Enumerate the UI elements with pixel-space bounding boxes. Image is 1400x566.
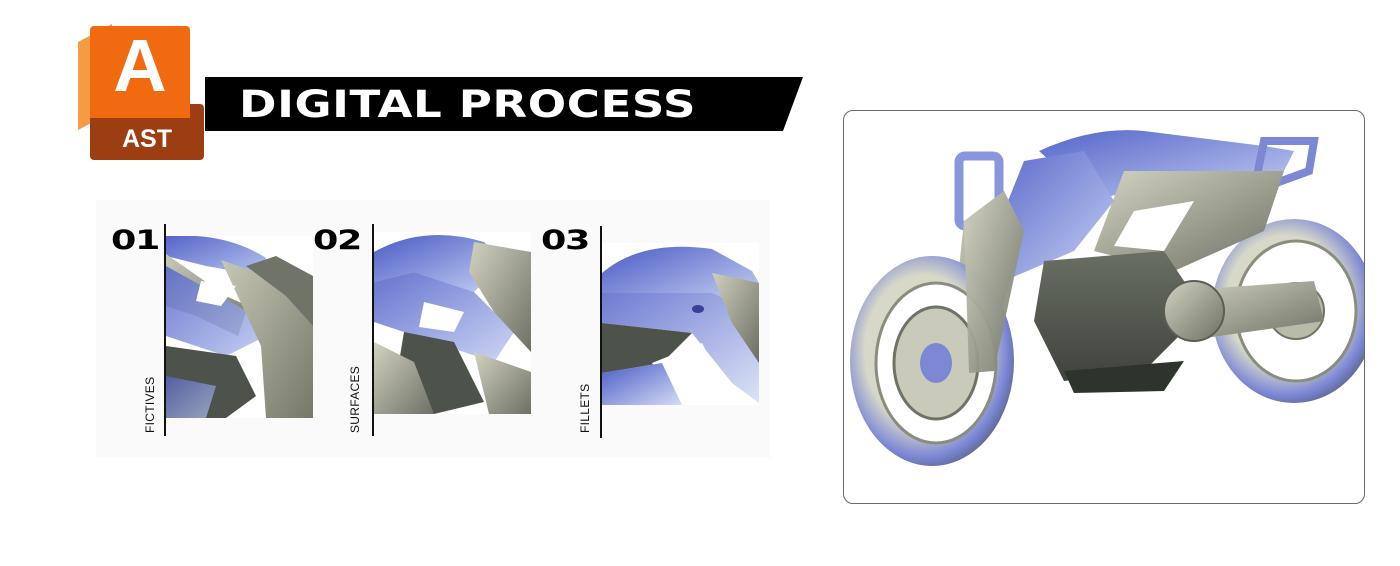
step-divider-3 — [600, 226, 602, 438]
step-number-3: 03 — [541, 225, 590, 256]
logo-abbreviation: AST — [122, 125, 172, 153]
step-divider-2 — [372, 224, 374, 436]
step-label-2: SURFACES — [348, 365, 362, 433]
motorcycle-render — [850, 130, 1364, 466]
step-number-1: 01 — [111, 225, 160, 256]
step-render-fictives — [166, 236, 313, 418]
step-render-surfaces — [374, 232, 531, 414]
banner-background — [205, 77, 803, 131]
step-render-fillets — [602, 243, 759, 405]
autodesk-alias-logo: A AST — [78, 23, 206, 160]
page-title: DIGITAL PROCESS — [239, 83, 697, 126]
title-banner: DIGITAL PROCESS — [205, 77, 803, 131]
logo-front-face — [90, 26, 190, 118]
step-label-3: FILLETS — [578, 383, 592, 433]
step-divider-1 — [164, 224, 166, 436]
step-number-2: 02 — [313, 225, 362, 256]
motorcycle-showcase-frame — [843, 110, 1365, 504]
step-label-1: FICTIVES — [143, 376, 157, 433]
logo-letter: A — [113, 24, 167, 107]
